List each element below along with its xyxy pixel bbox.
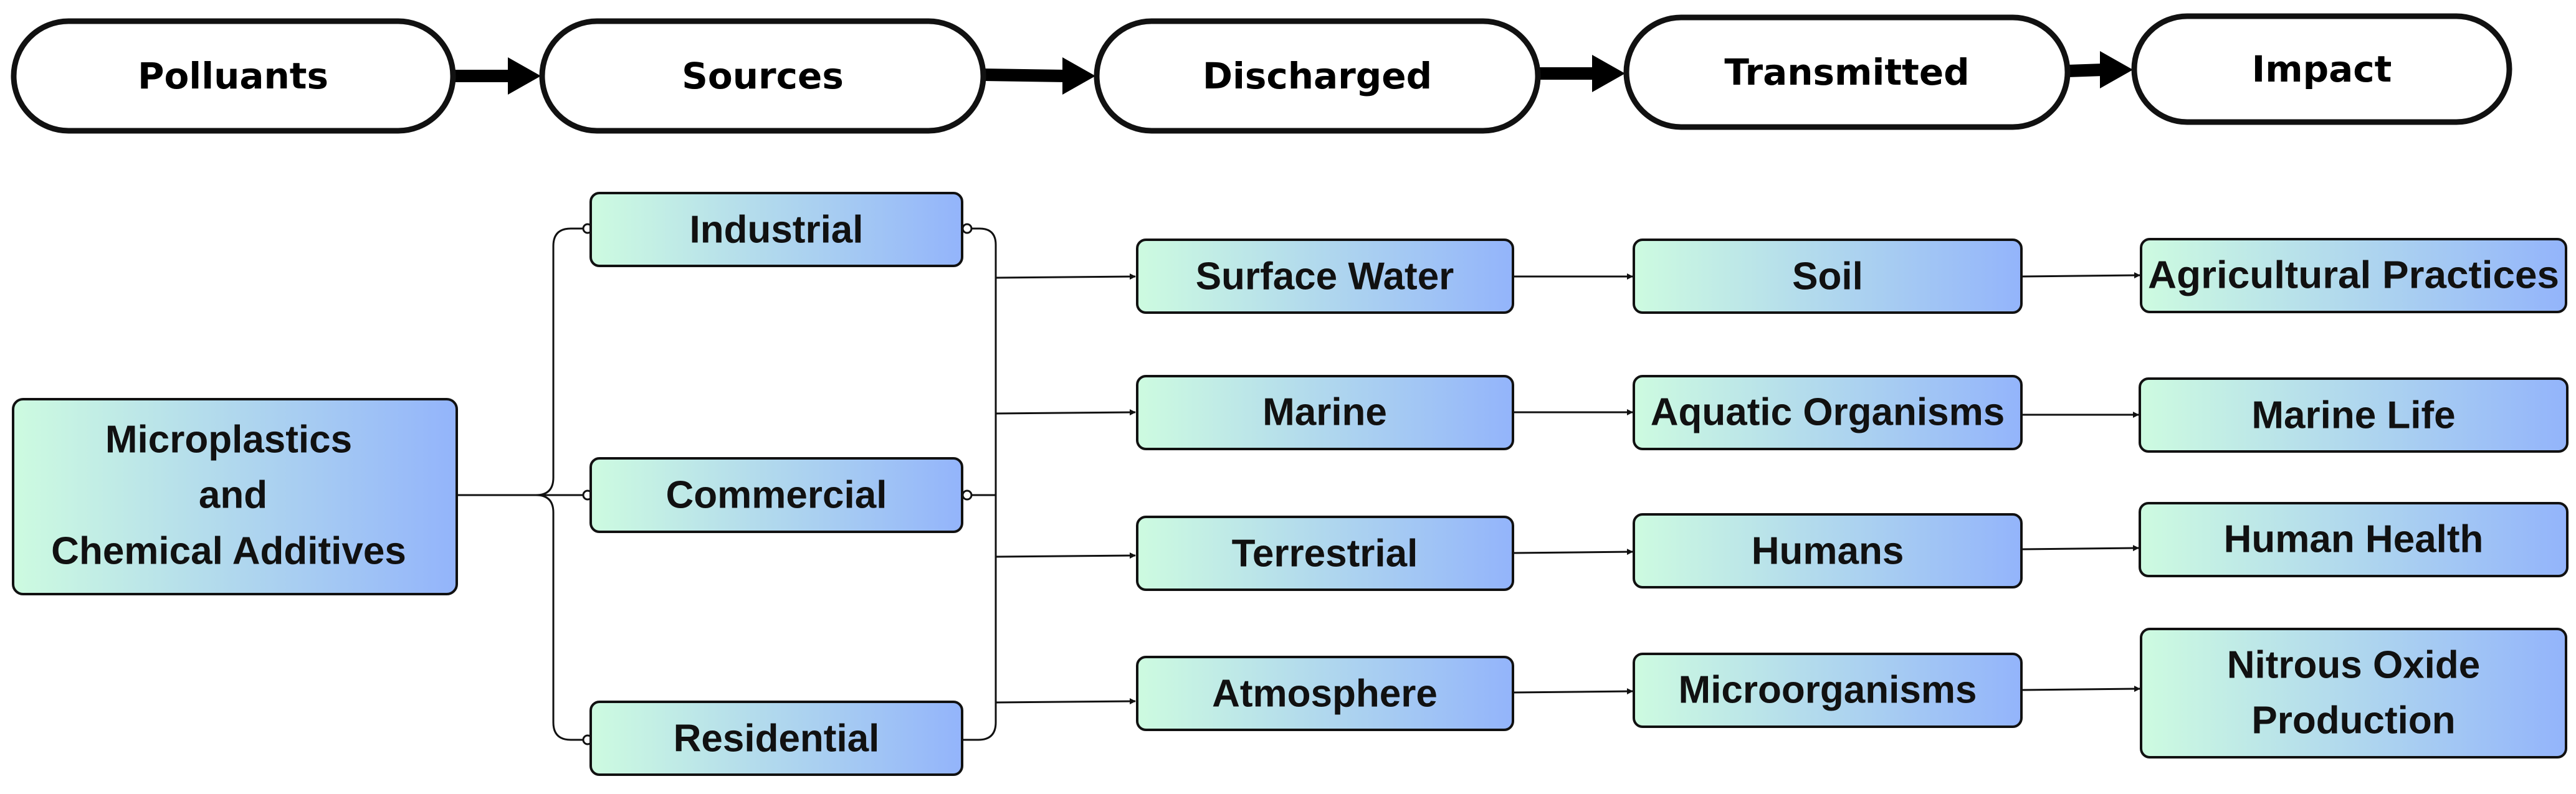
connector-arrow [2021, 272, 2140, 279]
pollutant-box: Microplastics and Chemical Additives [12, 398, 458, 595]
pollutant-bracket [457, 227, 588, 496]
sources-bracket [963, 227, 997, 741]
header-flow: Polluants Sources Discharged Transmitted… [11, 13, 2512, 134]
header-arrow [983, 57, 1095, 95]
impact-label: Marine Life [2251, 394, 2455, 437]
impact-label: Human Health [2224, 518, 2484, 561]
transmitted-box-aquatic-organisms: Aquatic Organisms [1633, 375, 2023, 450]
stage-pill-polluants: Polluants [11, 18, 456, 134]
pollutant-bracket [535, 494, 588, 741]
source-box-residential: Residential [589, 701, 963, 776]
discharged-box-terrestrial: Terrestrial [1136, 516, 1514, 591]
transmitted-label: Soil [1792, 255, 1863, 298]
stage-label: Discharged [1203, 55, 1432, 97]
pollutant-label-line: and [199, 474, 267, 517]
discharged-label: Marine [1262, 391, 1387, 434]
transmitted-box-humans: Humans [1633, 513, 2023, 588]
connectors [457, 223, 2140, 745]
discharged-box-surface-water: Surface Water [1136, 239, 1514, 314]
stage-pill-discharged: Discharged [1094, 18, 1541, 134]
impact-label: Agricultural Practices [2148, 254, 2559, 297]
source-label: Commercial [666, 474, 887, 517]
pollutant-label-line: Chemical Additives [51, 530, 406, 573]
discharged-label: Atmosphere [1212, 673, 1438, 716]
source-box-commercial: Commercial [589, 457, 963, 533]
pollutant-label-line: Microplastics [105, 418, 352, 461]
connector-arrow [995, 698, 1136, 705]
stage-label: Polluants [138, 55, 328, 97]
transmitted-box-soil: Soil [1633, 239, 2023, 314]
impact-label-line: Nitrous Oxide [2227, 644, 2481, 687]
transmitted-label: Aquatic Organisms [1651, 391, 2005, 434]
source-label: Residential [674, 717, 880, 760]
impact-box-human-health: Human Health [2139, 502, 2569, 577]
transmitted-label: Humans [1752, 530, 1904, 573]
discharged-box-atmosphere: Atmosphere [1136, 656, 1514, 731]
connector-arrow [1512, 688, 1633, 695]
connector-arrow [995, 273, 1136, 280]
stage-pill-transmitted: Transmitted [1623, 14, 2071, 130]
source-label: Industrial [689, 209, 863, 252]
connector-arrow [995, 552, 1136, 559]
discharged-box-marine: Marine [1136, 375, 1514, 450]
header-arrow [1538, 55, 1625, 92]
stage-pill-sources: Sources [539, 18, 986, 134]
impact-label-line: Production [2251, 699, 2455, 742]
connector-arrow [995, 409, 1136, 416]
stage-label: Impact [2252, 48, 2392, 90]
stage-label: Sources [682, 55, 844, 97]
discharged-label: Terrestrial [1232, 532, 1418, 575]
header-arrow [2067, 51, 2133, 88]
source-box-industrial: Industrial [589, 192, 963, 267]
header-arrow [453, 57, 541, 95]
stage-label: Transmitted [1724, 51, 1969, 93]
connector-arrow [2021, 545, 2139, 552]
stage-pill-impact: Impact [2131, 13, 2512, 125]
connector-arrow [1512, 549, 1633, 555]
impact-box-nitrous-oxide-production: Nitrous Oxide Production [2140, 628, 2567, 759]
transmitted-box-microorganisms: Microorganisms [1633, 653, 2023, 728]
impact-box-marine-life: Marine Life [2139, 377, 2569, 453]
connector-arrow [2021, 686, 2140, 692]
discharged-label: Surface Water [1196, 255, 1454, 298]
impact-box-agricultural-practices: Agricultural Practices [2140, 238, 2567, 313]
transmitted-label: Microorganisms [1679, 669, 1977, 712]
